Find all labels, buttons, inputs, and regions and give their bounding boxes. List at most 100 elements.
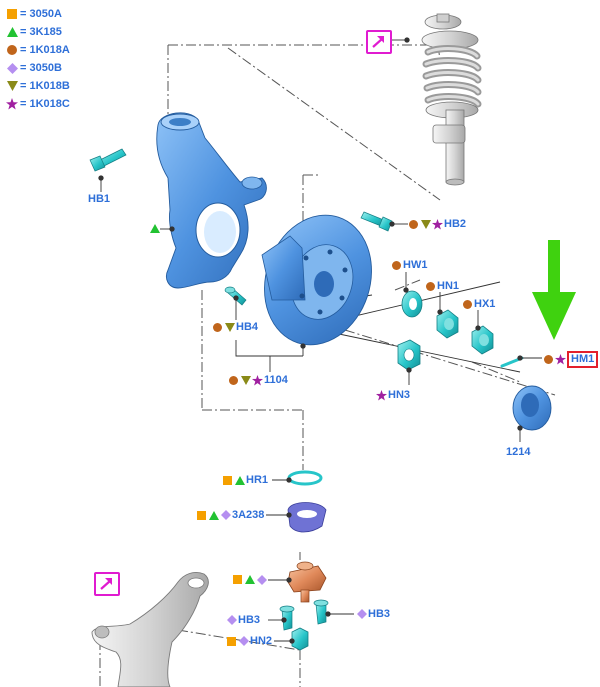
callout-label: HN2 <box>250 635 273 647</box>
brown-circle-icon <box>425 281 436 292</box>
washer-hw1 <box>401 290 423 318</box>
bolts-hb3 <box>279 599 329 631</box>
orange-square-icon <box>222 475 233 486</box>
dust-cap-1214 <box>512 385 552 431</box>
purple-star-icon <box>376 389 387 401</box>
bolt-hb2 <box>360 211 393 232</box>
callout-hn3[interactable]: HN3 <box>376 389 410 401</box>
lavender-diamond-icon <box>356 609 367 620</box>
bolt-hb1 <box>89 148 127 172</box>
legend-item-1k018b: = 1K018B <box>6 78 70 94</box>
callout-label: HB1 <box>88 193 111 205</box>
legend-label: = 1K018C <box>20 98 70 110</box>
legend-item-3050a: = 3050A <box>6 6 62 22</box>
legend-label: = 3050B <box>20 62 62 74</box>
callout-label: 1104 <box>264 374 288 386</box>
orange-square-icon <box>196 510 207 521</box>
callout-1104[interactable]: 1104 <box>228 374 288 386</box>
legend-item-1k018c: = 1K018C <box>6 96 70 112</box>
callout-label: HB3 <box>238 614 261 626</box>
green-triangle-icon <box>244 574 255 585</box>
purple-star-icon <box>6 98 18 110</box>
callout-label: HB2 <box>444 218 467 230</box>
callout-hb3-right[interactable]: HB3 <box>356 608 390 620</box>
external-link-icon <box>100 578 112 590</box>
lavender-diamond-icon <box>220 510 231 521</box>
callout-leaders <box>98 37 542 644</box>
callout-label: HN3 <box>388 389 411 401</box>
callout-ball-joint[interactable] <box>232 574 267 585</box>
callout-label: HB3 <box>368 608 391 620</box>
olive-triangle-down-icon <box>240 375 251 386</box>
olive-triangle-down-icon <box>420 219 431 230</box>
callout-hb4[interactable]: HB4 <box>212 321 258 333</box>
legend-label: = 3K185 <box>20 26 62 38</box>
orange-square-icon <box>6 8 18 20</box>
strut-assembly <box>421 13 482 186</box>
green-triangle-icon <box>149 223 160 234</box>
external-link-icon <box>372 36 384 48</box>
lower-control-arm <box>91 571 209 687</box>
nut-hn3 <box>397 339 421 371</box>
legend-item-1k018a: = 1K018A <box>6 42 70 58</box>
legend-item-3050b: = 3050B <box>6 60 62 76</box>
retaining-ring-hr1 <box>287 470 323 486</box>
callout-label: HX1 <box>474 298 496 310</box>
callout-label: HR1 <box>246 474 269 486</box>
callout-hn2[interactable]: HN2 <box>226 635 272 647</box>
callout-label: 3A238 <box>232 509 265 521</box>
purple-star-icon <box>252 374 263 386</box>
callout-hn1[interactable]: HN1 <box>425 280 459 292</box>
green-arrow-icon <box>532 240 576 340</box>
green-triangle-icon <box>6 26 18 38</box>
callout-hw1[interactable]: HW1 <box>391 259 427 271</box>
orange-square-icon <box>226 636 237 647</box>
callout-label: HB4 <box>236 321 259 333</box>
brown-circle-icon <box>212 322 223 333</box>
legend-label: = 1K018B <box>20 80 70 92</box>
hub-rotor-1104 <box>261 214 372 346</box>
lavender-diamond-icon <box>6 62 18 74</box>
lavender-diamond-icon <box>238 636 249 647</box>
olive-triangle-down-icon <box>6 80 18 92</box>
orange-square-icon <box>232 574 243 585</box>
external-link-icon-control-arm[interactable] <box>94 572 120 596</box>
legend-label: = 1K018A <box>20 44 70 56</box>
callout-hb1[interactable]: HB1 <box>88 193 110 205</box>
ball-joint <box>287 561 327 603</box>
callout-label-highlighted: HM1 <box>567 351 599 368</box>
callout-hr1[interactable]: HR1 <box>222 474 268 486</box>
callout-label: HN1 <box>437 280 460 292</box>
callout-hb2[interactable]: HB2 <box>408 218 466 230</box>
callout-knuckle-symbol <box>149 223 160 234</box>
purple-star-icon <box>432 218 443 230</box>
callout-label: HW1 <box>403 259 428 271</box>
green-triangle-icon <box>234 475 245 486</box>
brown-circle-icon <box>228 375 239 386</box>
external-link-icon-strut[interactable] <box>366 30 392 54</box>
legend-label: = 3050A <box>20 8 62 20</box>
callout-3a238[interactable]: 3A238 <box>196 509 264 521</box>
callout-label: 1214 <box>506 446 531 458</box>
nut-hn2 <box>291 627 309 651</box>
brown-circle-icon <box>462 299 473 310</box>
olive-triangle-down-icon <box>224 322 235 333</box>
brown-circle-icon <box>408 219 419 230</box>
green-triangle-icon <box>208 510 219 521</box>
nut-hn1 <box>436 309 459 339</box>
brown-circle-icon <box>543 354 554 365</box>
lavender-diamond-icon <box>256 574 267 585</box>
shield-3a238 <box>287 502 327 533</box>
steering-knuckle <box>156 112 267 289</box>
brown-circle-icon <box>6 44 18 56</box>
lavender-diamond-icon <box>226 615 237 626</box>
nut-hx1 <box>471 325 494 355</box>
callout-hm1[interactable]: HM1 <box>543 351 599 368</box>
callout-hx1[interactable]: HX1 <box>462 298 495 310</box>
purple-star-icon <box>555 354 566 365</box>
callout-hb3-left[interactable]: HB3 <box>226 614 260 626</box>
callout-1214[interactable]: 1214 <box>506 446 530 458</box>
brown-circle-icon <box>391 260 402 271</box>
legend-item-3k185: = 3K185 <box>6 24 62 40</box>
